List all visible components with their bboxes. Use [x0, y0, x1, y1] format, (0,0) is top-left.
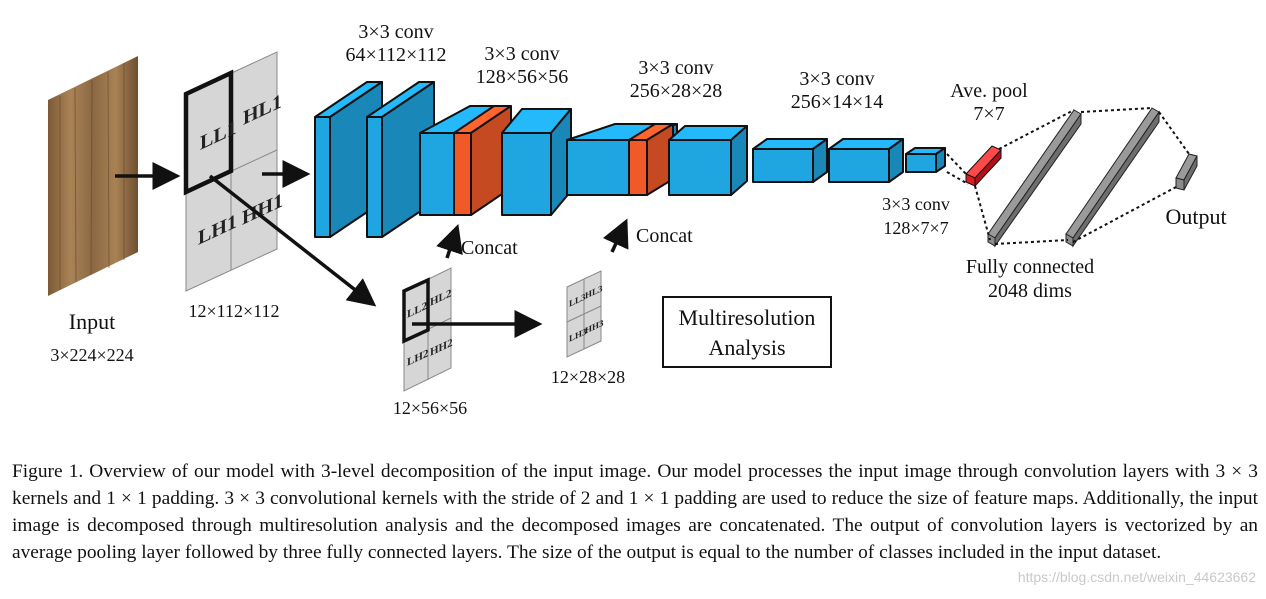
figure-caption: Figure 1. Overview of our model with 3-l… — [12, 461, 1258, 563]
conv4-title: 3×3 conv — [799, 68, 874, 90]
ll1-to-level2-arrow — [208, 174, 377, 307]
fc-title: Fully connected — [966, 256, 1094, 278]
wavelet-level3-panel — [566, 270, 602, 358]
conv4-dims: 256×14×14 — [791, 91, 884, 113]
input-dims: 3×224×224 — [50, 345, 133, 365]
concat1-arrow — [436, 224, 463, 259]
concat2-arrow — [602, 218, 629, 253]
concat2-label: Concat — [636, 225, 693, 247]
conv2-title: 3×3 conv — [484, 43, 559, 65]
conv-blocks — [314, 81, 946, 238]
conv2-dims: 128×56×56 — [476, 66, 569, 88]
input-title: Input — [69, 309, 115, 334]
wavelet-level1-dims: 12×112×112 — [189, 301, 280, 321]
conv5-title: 3×3 conv — [882, 194, 950, 214]
pool-size: 7×7 — [973, 103, 1004, 125]
conv3b-block-front — [668, 139, 732, 196]
conv4a-block-front — [752, 148, 814, 183]
concat1-block-front — [453, 132, 472, 216]
wavelet-level1-panel — [183, 51, 278, 292]
conv3a-block-front — [566, 139, 630, 196]
watermark-text: https://blog.csdn.net/weixin_44623662 — [1017, 569, 1256, 585]
conv1-title: 3×3 conv — [358, 21, 433, 43]
conv1-dims: 64×112×112 — [345, 44, 446, 66]
conv5-dims: 128×7×7 — [883, 218, 948, 238]
dotted-connections — [946, 107, 1190, 245]
avg-pool-block — [965, 145, 1002, 188]
conv2b-block-front — [501, 132, 552, 216]
fc-dims: 2048 dims — [988, 280, 1072, 302]
wavelet-level3-dims: 12×28×28 — [551, 367, 625, 387]
wavelet-level2-dims: 12×56×56 — [393, 398, 467, 418]
wavelet-level2-panel — [402, 267, 452, 392]
conv1b-block-front — [366, 116, 383, 238]
conv5-block-front — [905, 153, 937, 173]
input-image — [48, 56, 138, 296]
concat1-label: Concat — [461, 237, 518, 259]
conv3-title: 3×3 conv — [638, 57, 713, 79]
conv2a-block-front — [419, 132, 455, 216]
architecture-diagram: Input 3×224×224 LL1 HL1 LH1 HH1 12×112×1… — [48, 21, 1227, 418]
conv3-dims: 256×28×28 — [630, 80, 723, 102]
conv1a-block-front — [314, 116, 331, 238]
concat2-block-front — [628, 139, 648, 196]
flow-arrows — [115, 160, 629, 338]
multiresolution-box — [662, 296, 832, 368]
multiresolution-line1: Multiresolution — [679, 305, 816, 330]
multiresolution-line2: Analysis — [709, 335, 786, 360]
conv4b-block-front — [828, 148, 890, 183]
pool-title: Ave. pool — [950, 80, 1028, 102]
output-label: Output — [1165, 204, 1226, 229]
